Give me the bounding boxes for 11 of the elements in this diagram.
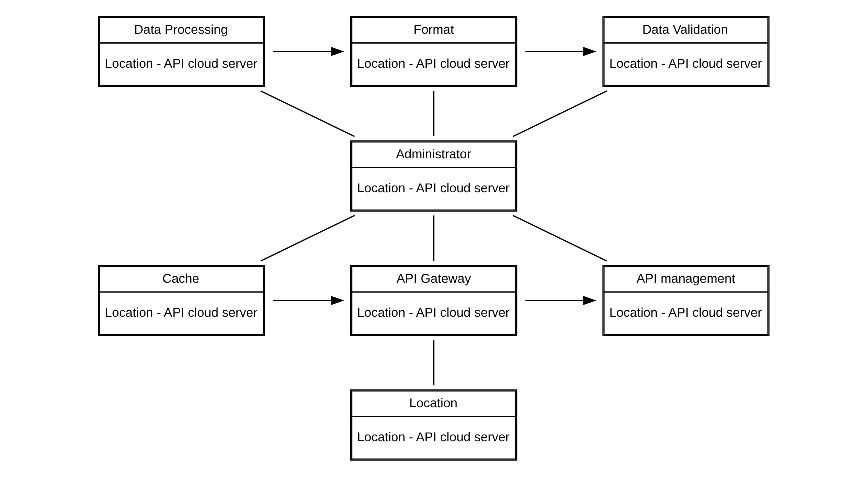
connector	[433, 340, 435, 386]
arrow	[526, 296, 597, 306]
arrow	[526, 47, 597, 56]
connector	[260, 215, 356, 262]
arrow	[273, 296, 344, 306]
connector	[512, 90, 608, 138]
connector	[433, 216, 435, 262]
connector	[260, 90, 356, 138]
arrow	[273, 47, 344, 56]
connector	[433, 91, 435, 136]
connector	[512, 215, 608, 262]
